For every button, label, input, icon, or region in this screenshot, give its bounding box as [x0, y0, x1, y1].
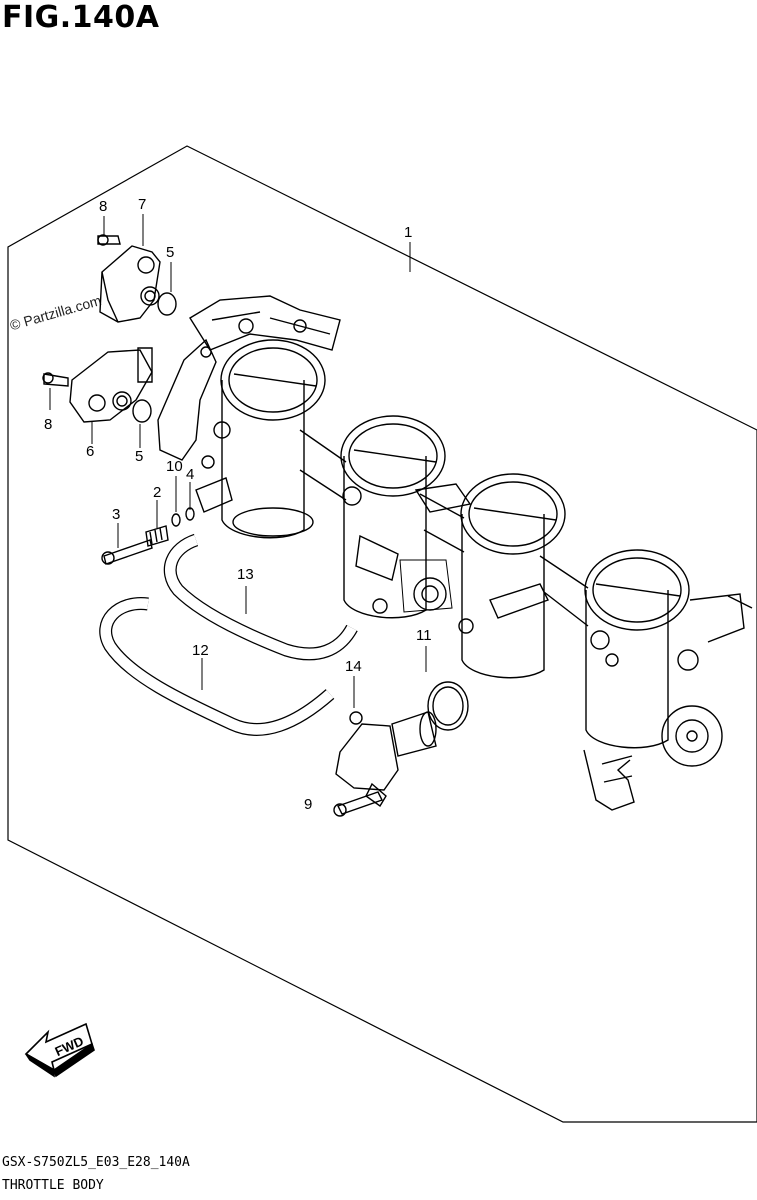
- assembly-frame: [8, 146, 757, 1122]
- sensor-7: [98, 235, 176, 322]
- callout-9: 9: [304, 796, 313, 813]
- figure-name: THROTTLE BODY: [2, 1178, 104, 1193]
- sensor-6: [43, 348, 152, 422]
- o-ring-11: [428, 682, 468, 730]
- fwd-arrow-icon: [26, 1024, 94, 1076]
- callout-8-upper: 8: [99, 198, 108, 215]
- callout-6: 6: [86, 443, 95, 460]
- callout-10: 10: [166, 458, 183, 475]
- screw-9: [334, 792, 382, 816]
- throttle-body-1: [158, 296, 752, 810]
- callout-5-lower: 5: [135, 448, 144, 465]
- callout-8-lower: 8: [44, 416, 53, 433]
- callout-1: 1: [404, 224, 413, 241]
- callout-2: 2: [153, 484, 162, 501]
- callout-14: 14: [345, 658, 362, 675]
- leader-lines: [50, 214, 426, 708]
- callout-3: 3: [112, 506, 121, 523]
- callout-4: 4: [186, 466, 195, 483]
- callout-12: 12: [192, 642, 209, 659]
- sensor-14: [336, 712, 436, 806]
- small-parts: [102, 508, 194, 564]
- callout-11: 11: [416, 627, 432, 644]
- figure-title: FIG.140A: [2, 0, 160, 35]
- callout-5-upper: 5: [166, 244, 175, 261]
- model-code: GSX-S750ZL5_E03_E28_140A: [2, 1155, 190, 1170]
- callout-7: 7: [138, 196, 147, 213]
- callout-13: 13: [237, 566, 254, 583]
